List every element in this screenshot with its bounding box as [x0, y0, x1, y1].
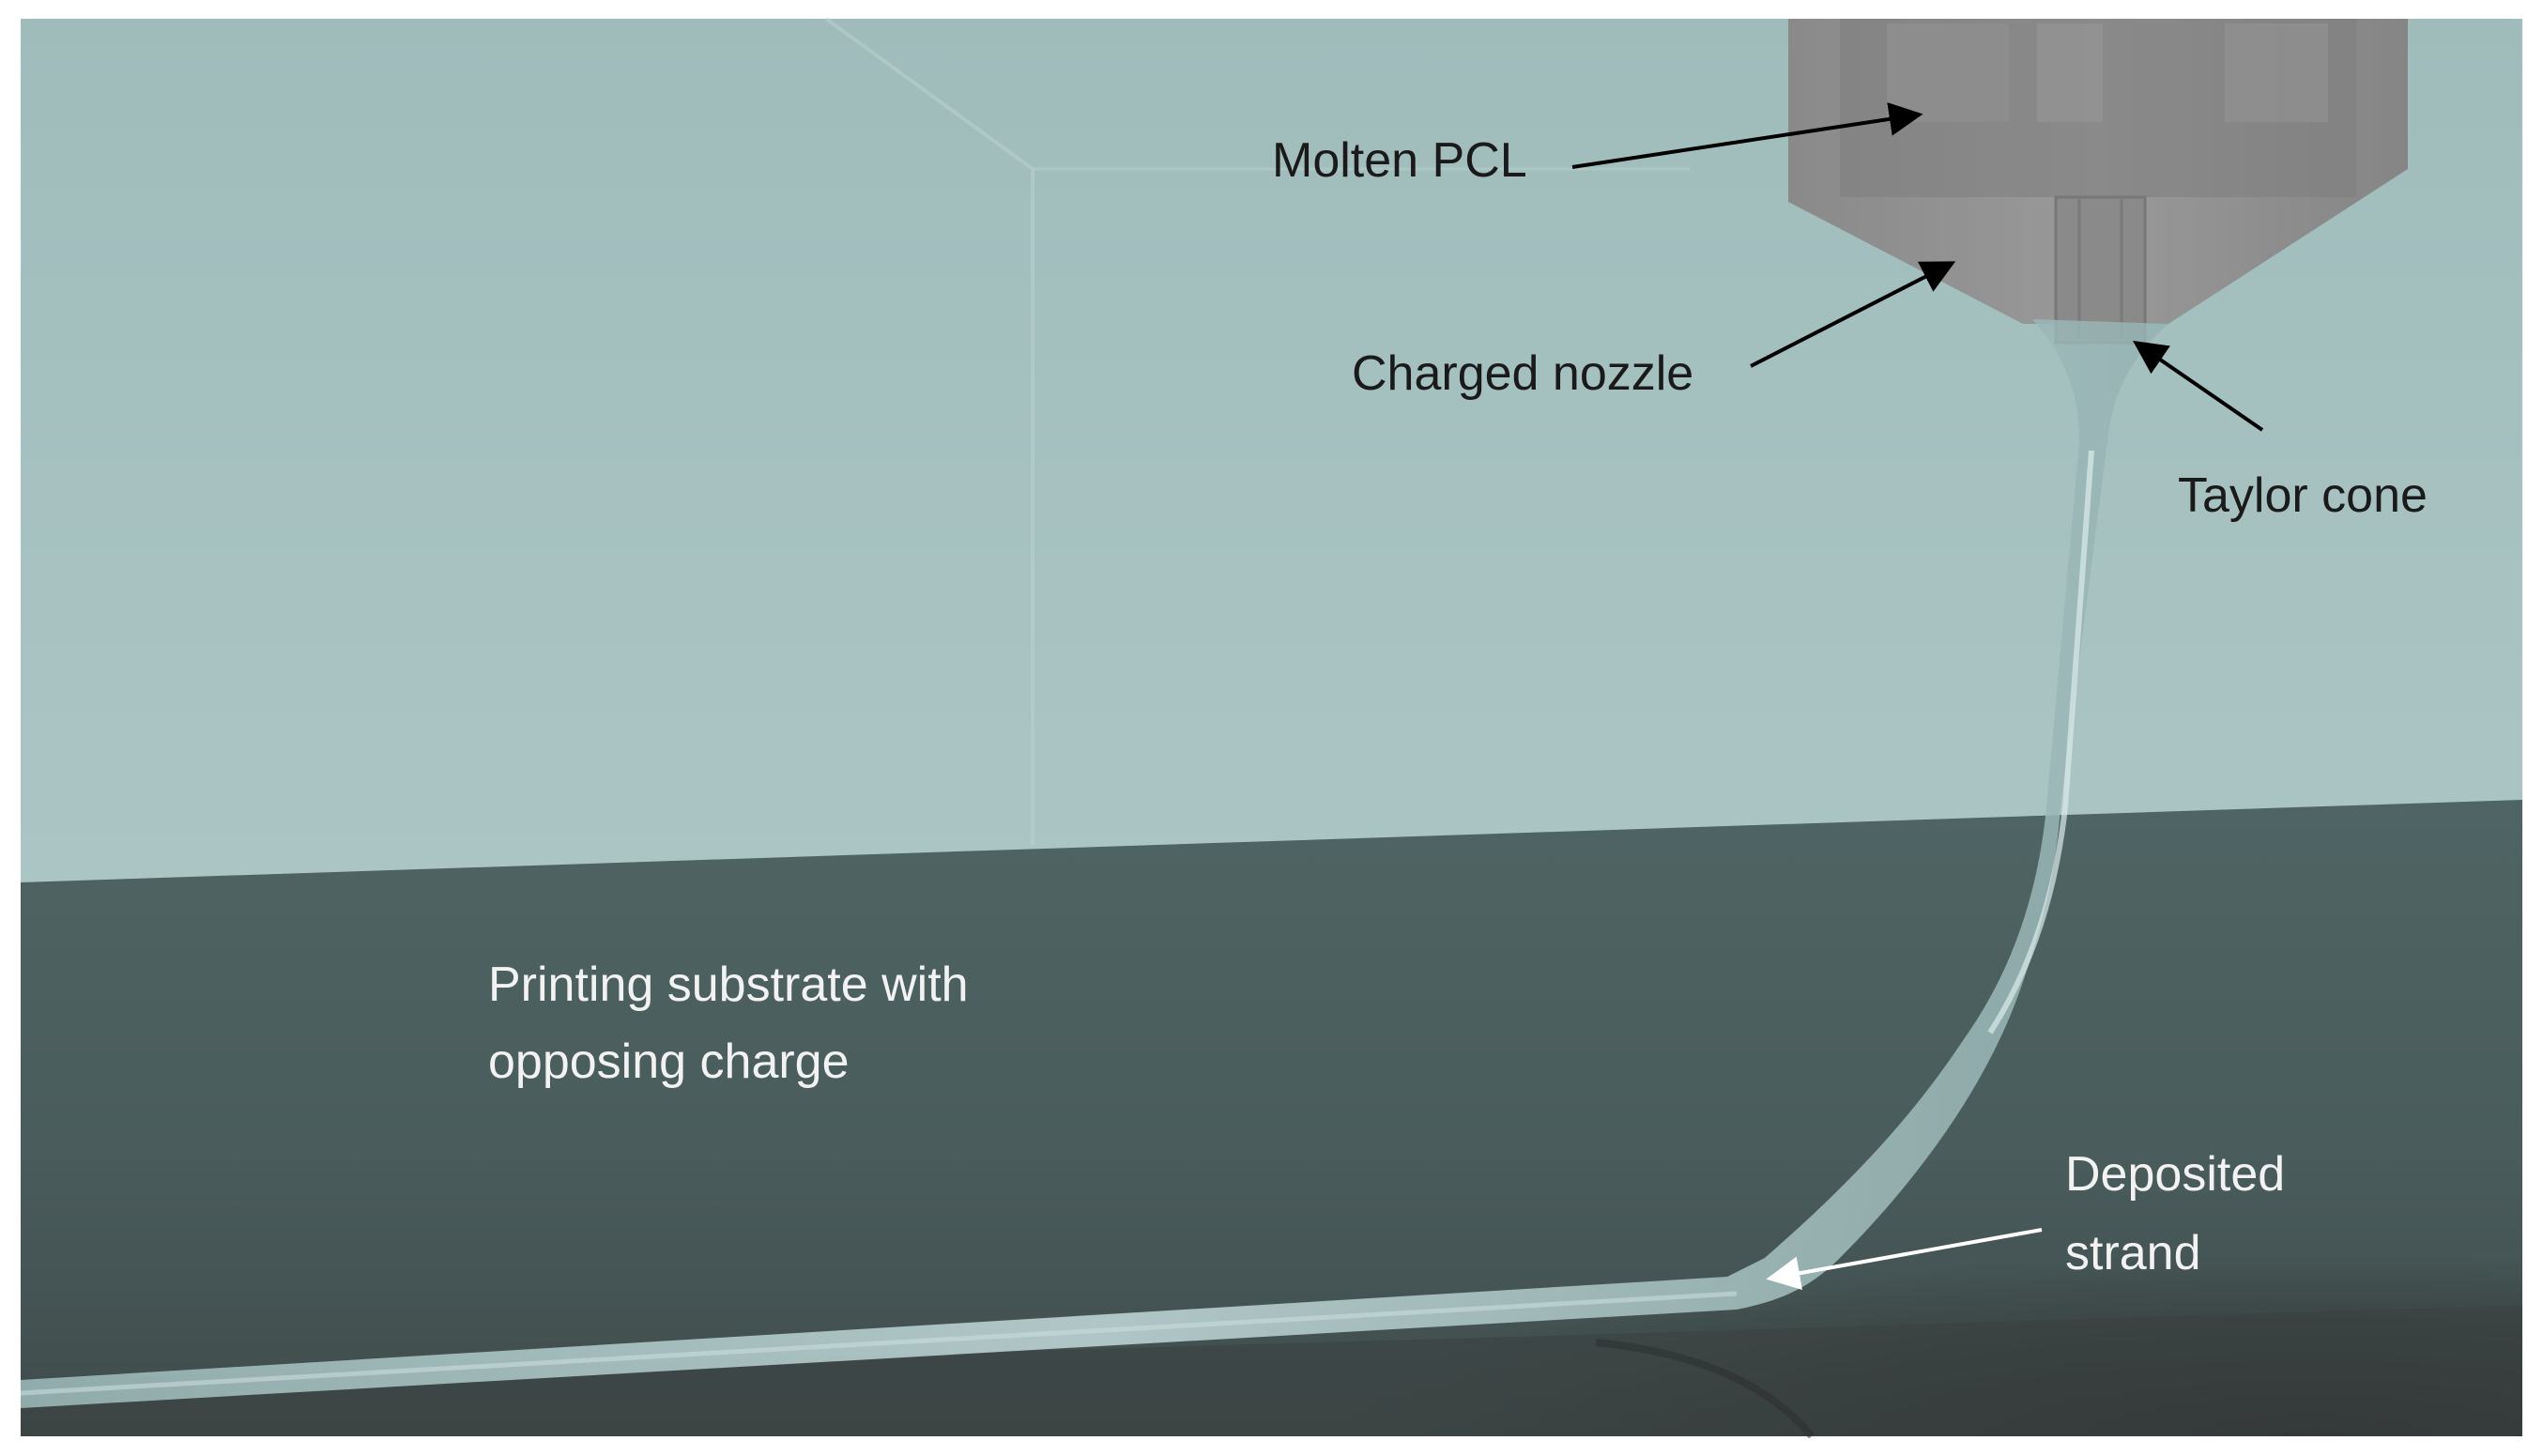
substrate-label-line1: Printing substrate with — [488, 958, 969, 1012]
charged-nozzle-arrow — [1750, 261, 1956, 368]
substrate-label-line2: opposing charge — [488, 1035, 850, 1089]
deposited-strand-label-line1: Deposited — [2065, 1147, 2285, 1202]
molten-pcl-arrow — [1571, 102, 1923, 169]
taylor-cone-label: Taylor cone — [2178, 468, 2428, 523]
reservoir-detail — [2225, 23, 2328, 122]
strand-highlight — [1987, 450, 2094, 1035]
reservoir-detail — [1887, 23, 2009, 122]
deposited-strand-label-line2: strand — [2065, 1226, 2201, 1280]
polymer-jet — [20, 319, 2168, 1439]
taylor-cone-arrow — [2133, 340, 2264, 432]
reservoir-detail — [2037, 23, 2103, 122]
strand-reflection — [1595, 1339, 1815, 1439]
charged-nozzle-label: Charged nozzle — [1352, 346, 1693, 401]
substrate-dark-band — [21, 1305, 2522, 1436]
deposited-strand-arrow — [1766, 1228, 2043, 1290]
strand-highlight — [20, 1291, 1738, 1396]
charged-nozzle — [1788, 19, 2408, 345]
molten-pcl-label: Molten PCL — [1272, 133, 1527, 188]
